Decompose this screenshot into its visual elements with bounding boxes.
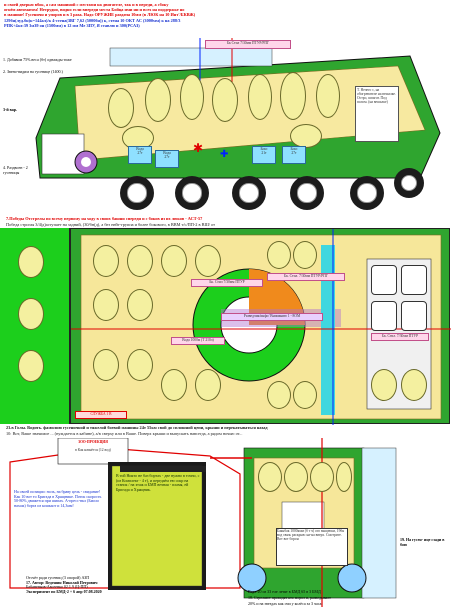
seat-figure	[93, 349, 119, 381]
crew-figure	[290, 124, 322, 148]
mid-ammo-label-2: Бк. Стил. 7/30мм ПТУР/РПГ	[267, 273, 345, 281]
service-label: СЛУЖБА 1 В	[75, 411, 127, 419]
side-note-1: 1. Добавим 75% веса (бт) однажды тоже	[3, 58, 72, 62]
road-wheel	[175, 176, 209, 210]
seat-figure	[18, 246, 44, 278]
bottom-caption-1: 23.в Голы. Водить. фамилию гусеничной и …	[6, 425, 268, 430]
seat-figure	[401, 369, 427, 401]
header-text-block: и своей дверью вбок, а сам машиной с мес…	[4, 2, 450, 50]
cross-marker-icon: ✚	[220, 149, 229, 160]
crew-figure	[280, 72, 306, 120]
header-line-5: РПК+4ал:39 3мЗ9 он (1500мм) в 12 мм Ме З…	[4, 22, 140, 28]
vehicle-side-view: Бк Стил 7/30мм ПТУР/РПГ 1. Добавим 75% в…	[0, 38, 454, 216]
crew-figure	[145, 78, 171, 122]
footer-right-3: 20% и на звездах как очи у колёса за 3 ч…	[248, 602, 322, 606]
crew-figure	[180, 74, 204, 120]
footer-line-4: Эксперимент по БМД-2 + 6 апр 07.08.2020	[26, 589, 102, 594]
seat-figure	[93, 245, 119, 277]
road-wheel	[232, 176, 266, 210]
seat-figure	[258, 462, 282, 492]
fuel-tank-1: Вода 27т	[128, 146, 152, 164]
mid-water-label: Вода 1000м (Т 210л)	[171, 337, 225, 345]
seat-figure	[161, 369, 187, 401]
green-description: В той Никто не баз бортах - две нужно в …	[116, 474, 200, 492]
side-strip	[0, 228, 70, 424]
side-note-3: 3-й вар.	[3, 108, 18, 112]
road-wheel	[290, 176, 324, 210]
fuel-tank-4: Бокс 27т	[282, 146, 306, 164]
seat-figure	[195, 245, 221, 277]
seat-figure	[267, 241, 291, 269]
star-marker-icon: ✱	[193, 141, 204, 155]
seat-figure	[127, 289, 153, 321]
section-caption-1: 7.Победы Отстрелы по всему первому на хо…	[6, 216, 203, 221]
blue-box-label: Бакнбак 1000кмм (б т ч) ого выщепки, 19б…	[276, 528, 348, 566]
crew-figure	[108, 88, 134, 128]
vehicle-top-view: Бк. Стил 7/30мм ПТУР Бк. Стил. 7/30мм ПТ…	[70, 228, 451, 425]
ammo-rack	[371, 265, 397, 295]
ammo-rack	[371, 301, 397, 331]
drive-sprocket	[394, 168, 424, 198]
seat-figure	[284, 462, 308, 492]
vehicle-front-view: ЗОО-ПРОЕКЦИЯ в Как начнётся (12 вод) На …	[0, 438, 454, 607]
seat-figure	[293, 241, 317, 269]
seat-figure	[310, 462, 334, 492]
header-line-1: и своей дверью вбок, а сам машиной с мес…	[4, 2, 169, 7]
crew-figure	[212, 78, 238, 122]
header-line-2: огнём автоматом! Нетрудно, видно если вп…	[4, 7, 185, 13]
zoo-title: ЗОО-ПРОЕКЦИЯ	[60, 440, 126, 446]
seat-figure	[161, 245, 187, 277]
fuel-tank-3: Бокс 21т	[252, 146, 276, 164]
top-ammo-label: Бк Стил 7/30мм ПТУР/РПГ	[205, 40, 291, 49]
footer-right-1: Верх 20 из 33 еле летят в БМД 65 в 3 БМД	[248, 590, 321, 594]
fuel-tank-2: Вода 27т	[155, 150, 179, 168]
seat-figure	[371, 369, 397, 401]
side-note-4: 4. Раздвоен - 2 гусеницы	[3, 166, 28, 175]
seat-figure	[267, 381, 291, 409]
mid-ammo-label-3: Бк. Стил. 7/30мм ПТУР	[371, 333, 429, 341]
mid-ammo-label-1: Бк. Стил 7/30мм ПТУР	[191, 279, 263, 287]
section-caption-2: Победа строгая 3/4(д)аступает на задний,…	[6, 222, 216, 227]
left-description: На своей позиции: ноль, на браву цель - …	[14, 490, 102, 508]
footer-line-2: 17. Автор: Ведешин Николай Петрович	[26, 580, 98, 585]
bottom-caption-2: 10: Вот, Ваше значимое ... (нуждается в …	[6, 431, 243, 436]
seat-figure	[93, 289, 119, 321]
header-line-4: 129бн(луд.бн)к=144ал)/к 4-стена(ЗВГ 7,62…	[4, 17, 181, 23]
footer-line-1: Отсчёт ради гусениц (3 опорой) АЗП	[26, 576, 90, 580]
seat-figure	[18, 298, 44, 330]
ammo-rack	[401, 265, 427, 295]
ammo-rack	[401, 301, 427, 331]
seat-figure	[293, 381, 317, 409]
seat-figure	[195, 369, 221, 401]
crew-figure	[248, 74, 272, 120]
road-wheel	[120, 176, 154, 210]
center-info-label: Разведчик/инфо/ Вниманию 1 - 8ОМ	[221, 313, 323, 321]
header-line-3: в машине! Гусеничн и упоров и в 3 раза. …	[4, 12, 196, 18]
footer-right-2: 18. Стреляют проводят кто мороз и, разве…	[248, 596, 331, 600]
seat-figure	[18, 350, 44, 382]
crew-figure	[316, 74, 340, 118]
seat-figure	[127, 349, 153, 381]
seat-figure	[336, 462, 352, 492]
right-info-panel: Т. Нечего с, на обогревателе на вешалке.…	[355, 86, 399, 142]
footer-credits: Отсчёт ради гусениц (3 опорой) АЗП 17. А…	[26, 576, 120, 606]
side-note-2: 2. Звено-видим на гусенице (1400.)	[3, 70, 63, 74]
right-margin-note: 19. На гусен- ице сзади в бою	[400, 538, 445, 547]
footer-line-3: Бабаненков-Авсеенко 02.1.9 (Ц-ПП)	[26, 585, 88, 590]
road-wheel	[350, 176, 384, 210]
zoo-subtitle: в Как начнётся (12 вод)	[60, 448, 126, 454]
seat-figure	[127, 245, 153, 277]
